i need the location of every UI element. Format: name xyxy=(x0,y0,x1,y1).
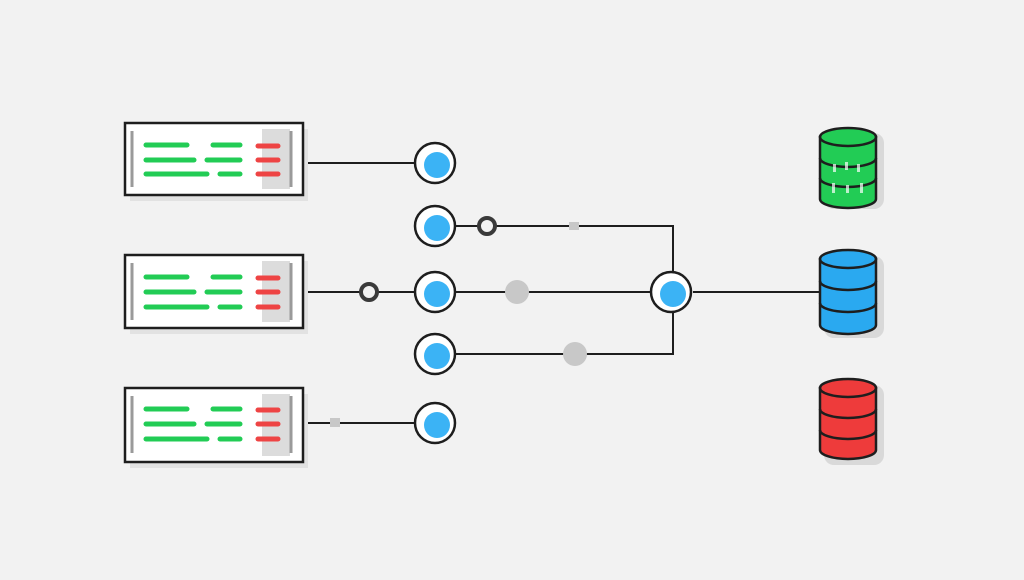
link-node4-hub xyxy=(456,312,674,355)
server-rack-icon xyxy=(123,121,308,201)
circle-node-icon xyxy=(413,332,457,376)
ring-packet-2 xyxy=(359,282,379,302)
circle-node-icon xyxy=(413,141,457,185)
square-packet-2 xyxy=(330,418,340,427)
circle-node-icon xyxy=(413,204,457,248)
server-rack-icon xyxy=(123,253,308,334)
link-node2-hub xyxy=(456,225,674,272)
gray-packet-2 xyxy=(563,342,587,366)
servers xyxy=(123,121,308,468)
gray-packet-1 xyxy=(505,280,529,304)
circle-node-icon xyxy=(413,270,457,314)
database-icon xyxy=(818,377,884,465)
database-icon xyxy=(818,126,884,210)
database-icon xyxy=(818,248,884,338)
databases xyxy=(818,126,884,465)
packets xyxy=(330,216,587,427)
ring-packet-1 xyxy=(477,216,497,236)
circle-node-icon xyxy=(413,401,457,445)
hub-node-icon xyxy=(649,270,693,314)
square-packet-1 xyxy=(569,222,579,230)
nodes xyxy=(413,141,693,445)
server-rack-icon xyxy=(123,386,308,468)
connections xyxy=(303,162,820,424)
